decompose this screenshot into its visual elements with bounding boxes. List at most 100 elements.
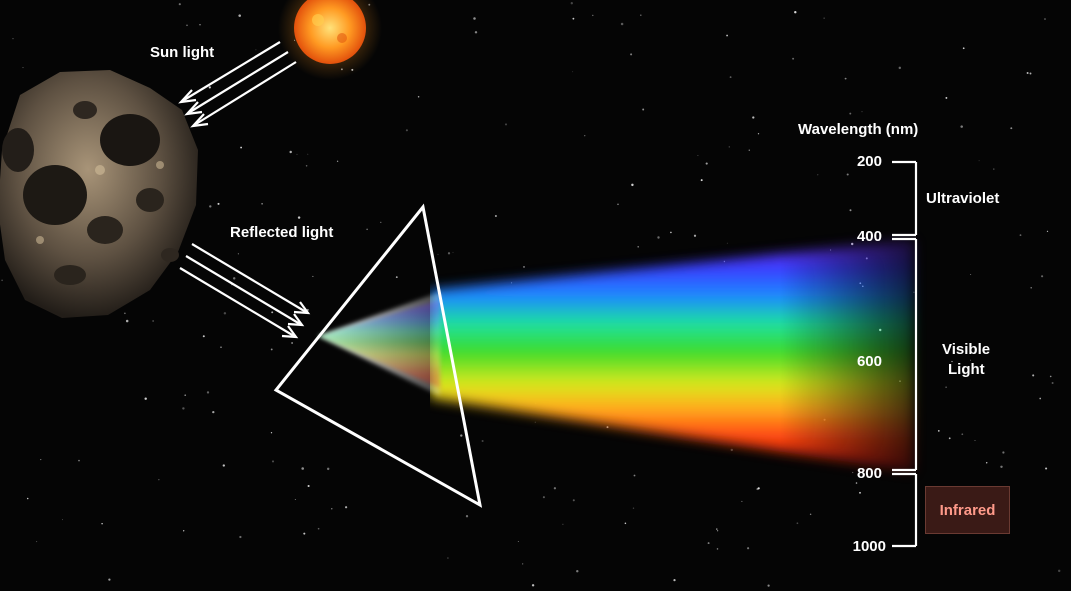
star — [317, 527, 320, 530]
star — [617, 203, 619, 206]
star — [823, 17, 825, 19]
star — [985, 462, 988, 464]
star — [125, 319, 129, 323]
star — [960, 125, 963, 128]
arrow-icon — [179, 267, 295, 337]
star — [271, 460, 275, 463]
tick-label-1000: 1000 — [852, 538, 886, 555]
star — [1030, 286, 1032, 289]
star — [531, 584, 535, 587]
star — [206, 391, 210, 394]
ultraviolet-label: Ultraviolet — [926, 190, 1000, 207]
infrared-badge: Infrared — [925, 486, 1010, 534]
star — [331, 508, 333, 510]
arrow-icon — [189, 51, 289, 113]
star — [630, 53, 633, 56]
prism-icon — [273, 203, 483, 508]
star — [1046, 230, 1049, 233]
star — [729, 76, 732, 79]
star — [239, 535, 242, 539]
star — [1029, 72, 1032, 75]
star — [517, 540, 519, 542]
tick-label-600: 600 — [856, 353, 882, 370]
star — [473, 17, 476, 20]
spectrum-beam — [318, 240, 915, 472]
star — [809, 513, 812, 516]
star — [366, 228, 368, 231]
star — [757, 133, 760, 135]
star — [158, 479, 160, 481]
star — [620, 22, 624, 26]
star — [606, 426, 609, 429]
arrow-icon — [287, 313, 305, 327]
star — [12, 38, 14, 40]
star — [437, 253, 439, 255]
star — [670, 231, 672, 234]
arrow-icon — [293, 301, 311, 315]
star — [312, 275, 314, 277]
star — [40, 459, 42, 461]
star — [570, 2, 573, 5]
tick-label-800: 800 — [856, 465, 882, 482]
star — [504, 123, 508, 126]
star — [697, 154, 699, 157]
star — [522, 563, 524, 565]
star — [232, 277, 236, 280]
star — [859, 491, 861, 494]
star — [1000, 465, 1003, 469]
star — [460, 434, 463, 437]
star — [576, 570, 579, 573]
sun-light-label: Sun light — [150, 44, 215, 61]
star — [1026, 72, 1029, 74]
star — [542, 496, 545, 499]
star — [270, 432, 273, 434]
star — [62, 519, 64, 521]
star — [945, 96, 948, 99]
star — [307, 153, 309, 155]
star — [336, 160, 339, 162]
star — [291, 342, 294, 344]
star — [592, 14, 594, 17]
star — [296, 153, 298, 155]
star — [289, 150, 292, 154]
star — [1041, 275, 1044, 278]
reflected-light-label: Reflected light — [230, 224, 334, 241]
star — [817, 174, 819, 176]
star — [970, 359, 972, 361]
star — [494, 214, 497, 218]
star — [452, 251, 454, 253]
star — [217, 202, 220, 205]
star — [705, 162, 708, 165]
star — [1019, 234, 1022, 236]
star — [642, 108, 645, 111]
star — [553, 487, 557, 490]
star — [1010, 127, 1013, 130]
star — [572, 17, 575, 20]
star — [700, 179, 703, 182]
star — [716, 548, 719, 550]
visible-light-label-line2: Light — [948, 361, 985, 378]
star — [792, 57, 795, 60]
star — [572, 499, 575, 502]
star — [270, 348, 273, 351]
star — [405, 129, 408, 132]
star — [447, 557, 449, 559]
star — [220, 346, 222, 348]
star — [850, 242, 854, 246]
sun-icon — [278, 0, 382, 80]
star — [898, 66, 902, 70]
star — [951, 360, 953, 363]
arrow-icon — [178, 89, 197, 104]
arrow-icon — [185, 255, 301, 325]
star — [726, 34, 729, 37]
star — [208, 86, 211, 89]
arrow-icon — [183, 41, 281, 101]
star — [796, 522, 799, 525]
star — [846, 173, 849, 176]
star — [978, 160, 980, 162]
sun-light-arrows — [178, 41, 297, 128]
star — [632, 507, 635, 509]
star — [101, 522, 103, 525]
star — [937, 430, 940, 432]
